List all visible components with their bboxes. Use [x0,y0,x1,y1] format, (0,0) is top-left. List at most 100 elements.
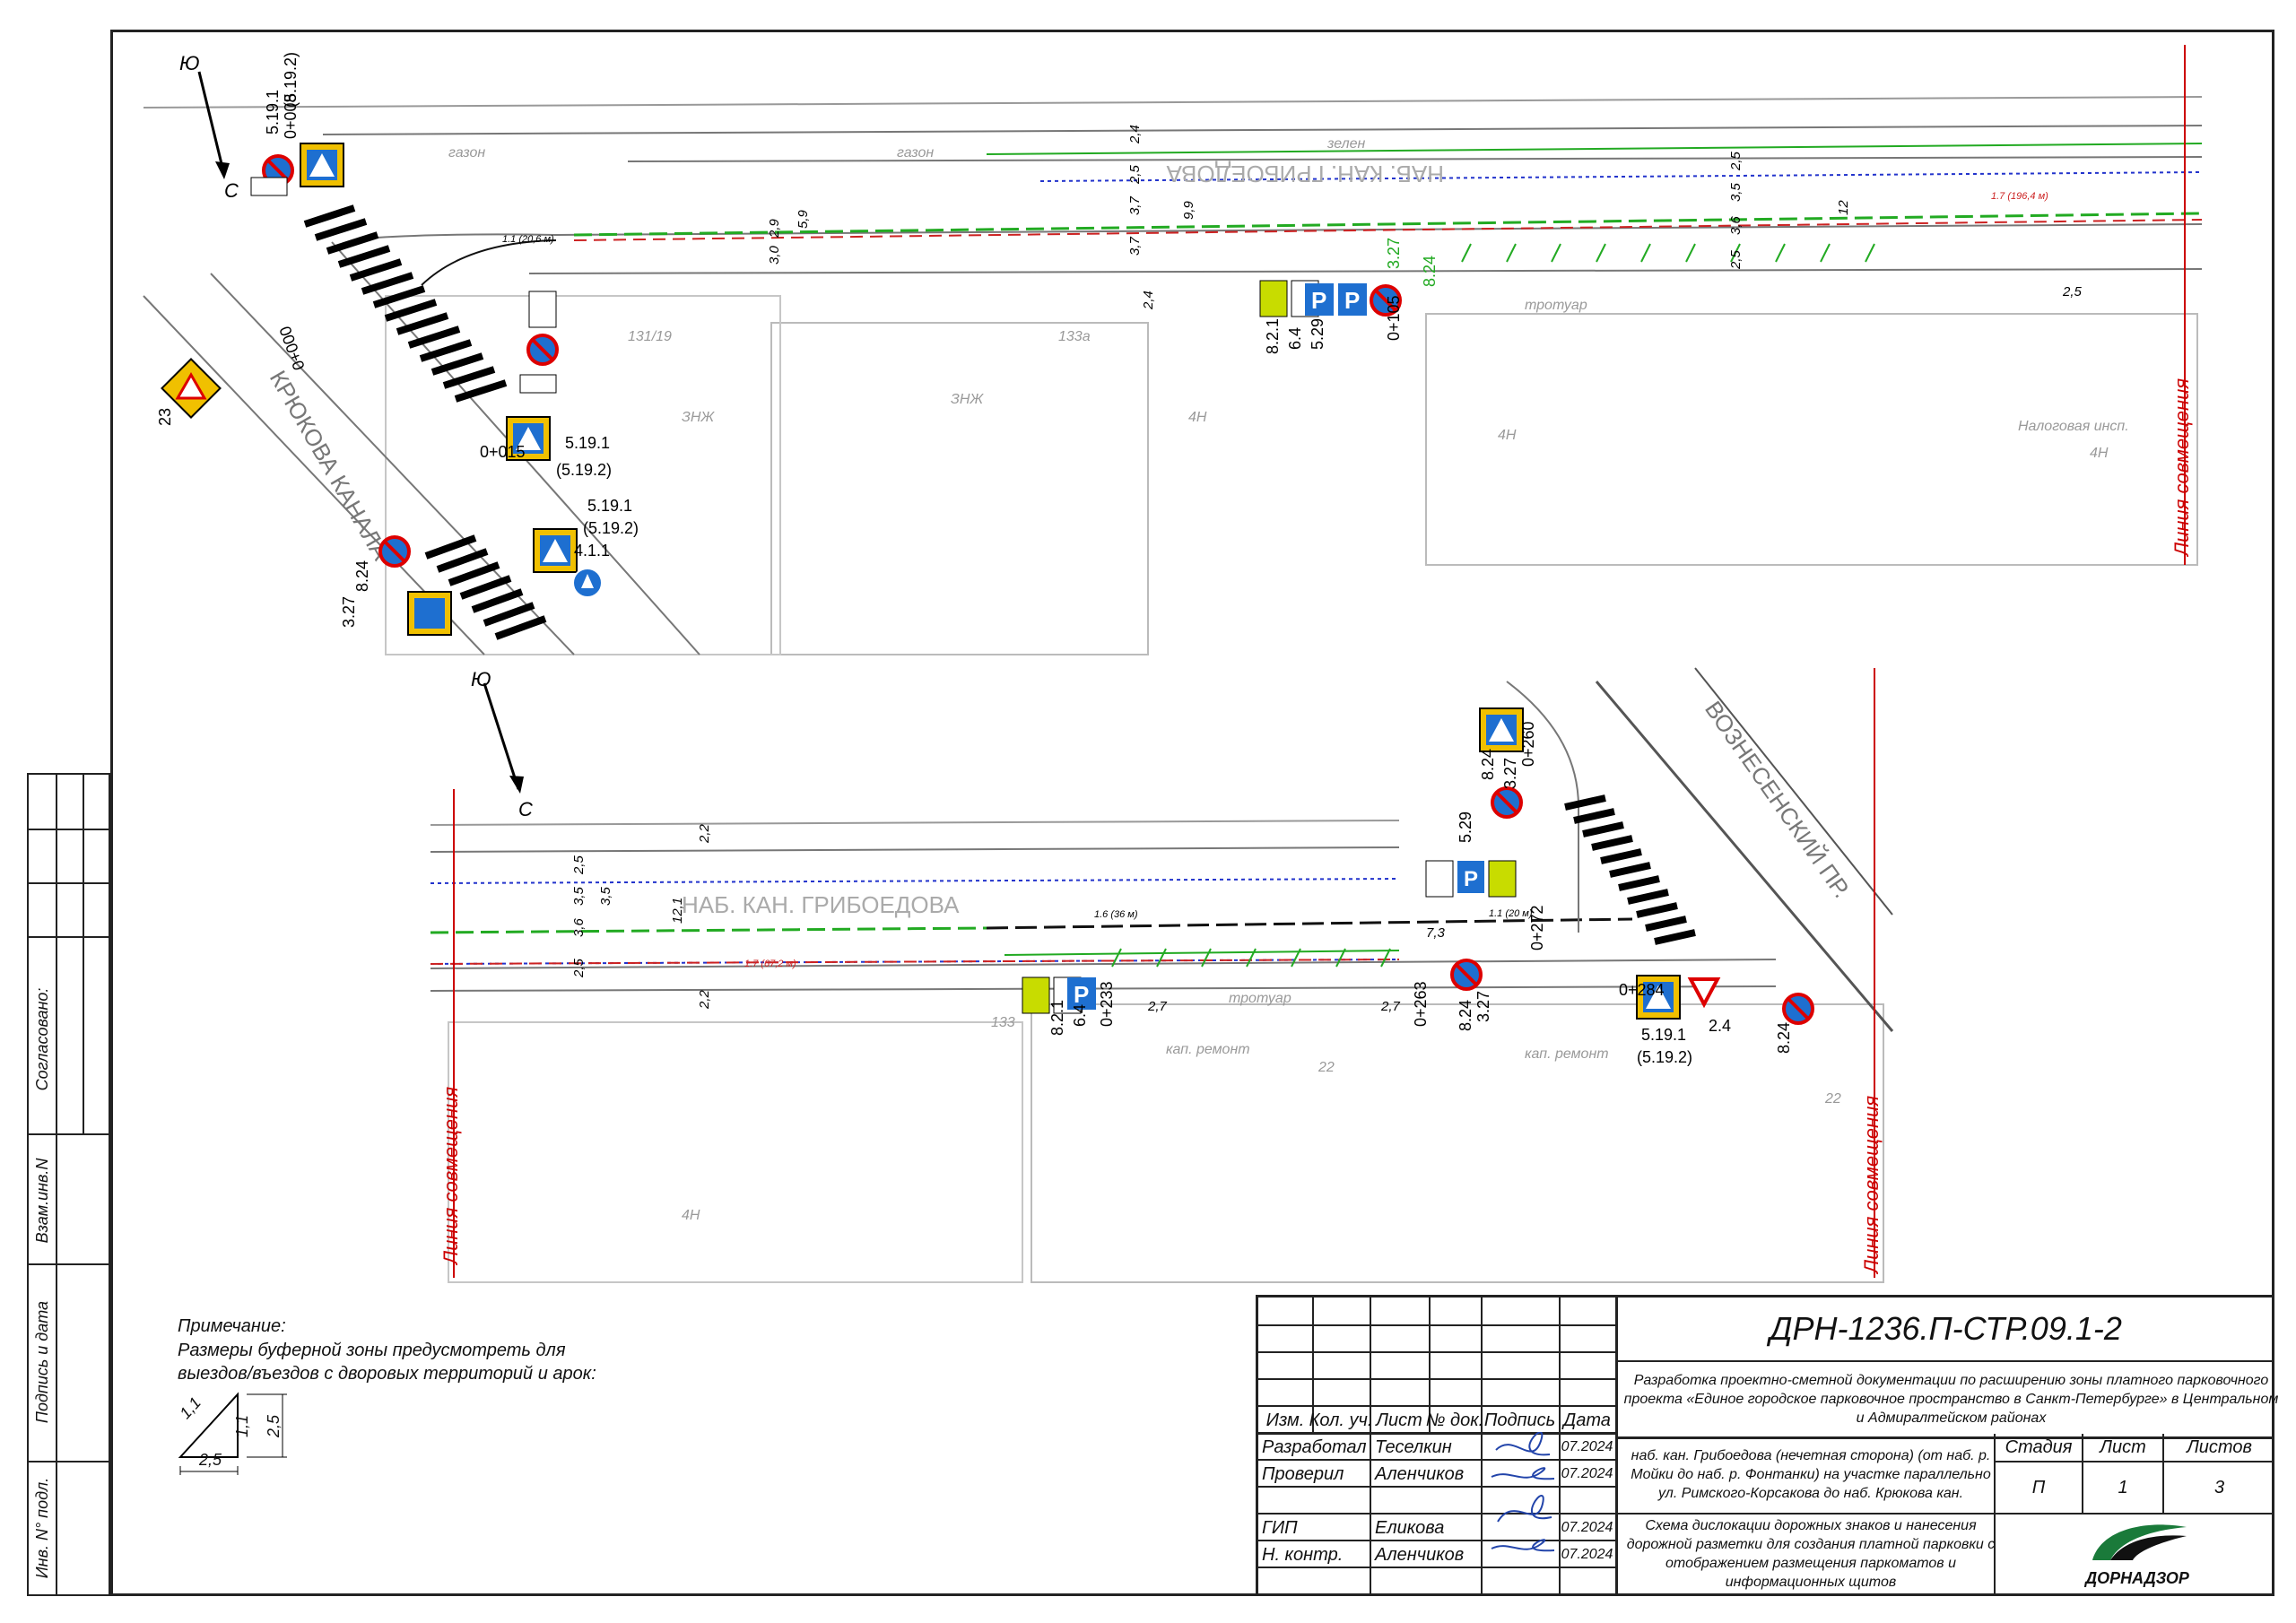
svg-text:3,5: 3,5 [598,886,613,906]
svg-text:С: С [224,179,239,202]
svg-text:0+272: 0+272 [1528,905,1546,950]
svg-text:2,2: 2,2 [697,823,712,844]
svg-text:8.24: 8.24 [1457,1000,1474,1031]
svg-text:22: 22 [1824,1091,1841,1107]
svg-text:22: 22 [1318,1060,1335,1075]
side-sign-date-label: Подпись и дата [32,1300,51,1424]
side-inv-vzam-label: Взам.инв.N [32,1158,51,1244]
svg-text:4Н: 4Н [1188,410,1207,425]
svg-text:3.27: 3.27 [1501,758,1519,789]
header-date: Дата [1563,1410,1611,1430]
sign-group-bottom-left: P [1022,976,1096,1014]
svg-text:ЗНЖ: ЗНЖ [951,392,984,407]
svg-text:Ю: Ю [471,668,491,690]
sign-group-parking-top: P P [1259,280,1402,317]
svg-text:0+260: 0+260 [1519,721,1537,767]
svg-text:23: 23 [156,408,174,426]
svg-text:6.4: 6.4 [1071,1004,1089,1027]
header-kol-uch: Кол. уч. [1309,1410,1373,1430]
svg-text:5.19.1: 5.19.1 [264,90,282,135]
date-gip: 07.2024 [1561,1520,1613,1535]
svg-text:0+015: 0+015 [480,443,526,461]
role-gip: ГИП [1262,1517,1298,1538]
svg-text:4Н: 4Н [1498,428,1517,443]
sign-group-bottom-top: P [1425,707,1524,898]
svg-text:2,7: 2,7 [1380,999,1401,1014]
svg-text:1.7 (67,2 м): 1.7 (67,2 м) [744,959,796,969]
side-agreed-label: Согласовано: [32,987,51,1091]
svg-text:3,0: 3,0 [767,245,782,265]
svg-text:(5.19.2): (5.19.2) [556,461,612,479]
svg-text:5.19.1: 5.19.1 [1641,1026,1686,1044]
svg-text:5,9: 5,9 [796,209,811,229]
company-logo-icon [2092,1524,2187,1560]
svg-text:P: P [1311,287,1326,314]
svg-text:ЗНЖ: ЗНЖ [682,410,715,425]
svg-text:2,5: 2,5 [1728,249,1744,270]
svg-text:5.19.1: 5.19.1 [565,434,610,452]
stage-header: Стадия [2005,1436,2073,1457]
svg-text:8.24: 8.24 [1775,1022,1793,1054]
signature-scribbles [1491,1432,1555,1552]
note-heading: Примечание: [178,1316,286,1336]
svg-text:2,5: 2,5 [1728,151,1744,171]
svg-text:0+263: 0+263 [1412,981,1430,1027]
svg-text:P: P [1464,867,1478,891]
sign-group-top-left [250,143,344,196]
name-checker: Аленчиков [1375,1463,1465,1484]
svg-text:0+233: 0+233 [1098,981,1116,1027]
note-dim-b: 1,1 [233,1414,252,1438]
svg-text:Линия совмещения: Линия совмещения [2170,378,2193,558]
sheets-total-value: 3 [2213,1477,2225,1497]
svg-text:НАБ. КАН. ГРИБОЕДОВА: НАБ. КАН. ГРИБОЕДОВА [682,891,960,918]
north-label-top: Ю [179,52,200,74]
svg-text:2,4: 2,4 [1141,291,1156,310]
svg-text:газон: газон [897,145,934,161]
svg-text:3.27: 3.27 [340,596,358,628]
svg-text:9,9: 9,9 [1181,200,1196,220]
role-developer: Разработал [1262,1436,1367,1457]
section-title: наб. кан. Грибоедова (нечетная сторона) … [1631,1448,1991,1501]
company-name: ДОРНАДЗОР [2085,1568,2189,1587]
svg-text:4Н: 4Н [682,1208,700,1223]
note-dim-c: 2,5 [199,1451,222,1469]
sign-roadwork [161,358,222,419]
svg-text:5.29: 5.29 [1457,812,1474,843]
svg-text:8.24: 8.24 [1479,749,1497,780]
project-title: Разработка проектно-сметной документации… [1623,1372,2279,1426]
sheet-title: Схема дислокации дорожных знаков и нанес… [1626,1518,1996,1590]
svg-text:2,9: 2,9 [767,218,782,239]
svg-text:0+105: 0+105 [1385,295,1403,341]
svg-text:2,5: 2,5 [571,958,587,978]
note-line-1: Размеры буферной зоны предусмотреть для [178,1341,566,1360]
svg-text:4.1.1: 4.1.1 [574,542,610,560]
svg-text:3,6: 3,6 [571,917,587,937]
svg-text:газон: газон [448,145,485,161]
date-norm-control: 07.2024 [1561,1547,1613,1562]
svg-text:тротуар: тротуар [1229,991,1292,1006]
svg-text:2,5: 2,5 [2062,284,2083,299]
svg-text:0+008: 0+008 [282,93,300,139]
svg-text:5.19.1: 5.19.1 [587,497,632,515]
header-list: Лист [1376,1410,1422,1430]
svg-text:6.4: 6.4 [1286,327,1304,350]
side-inv-orig-label: Инв. N° подл. [32,1477,51,1579]
svg-text:5.29: 5.29 [1309,318,1326,350]
title-block: Изм. Кол. уч. Лист № док. Подпись Дата Р… [1256,1295,2278,1596]
svg-text:P: P [1344,287,1360,314]
side-stamp: Согласовано: Взам.инв.N Подпись и дата И… [27,773,110,1596]
svg-text:P: P [1074,981,1089,1008]
svg-text:зелен: зелен [1326,136,1366,152]
svg-text:2,2: 2,2 [697,989,712,1010]
svg-text:(5.19.2): (5.19.2) [282,52,300,108]
note-line-2: выездов/въездов с дворовых территорий и … [178,1364,596,1384]
sign-group-bottom-right [1450,959,1814,1025]
svg-text:1.6 (36 м): 1.6 (36 м) [1094,909,1138,920]
sheet-header: Лист [2100,1436,2146,1457]
name-gip: Еликова [1375,1517,1445,1538]
svg-text:1.1 (20,6 м): 1.1 (20,6 м) [502,234,554,245]
svg-text:3,7: 3,7 [1127,195,1143,215]
svg-text:кап. ремонт: кап. ремонт [1166,1042,1250,1057]
svg-text:3,5: 3,5 [571,886,587,906]
